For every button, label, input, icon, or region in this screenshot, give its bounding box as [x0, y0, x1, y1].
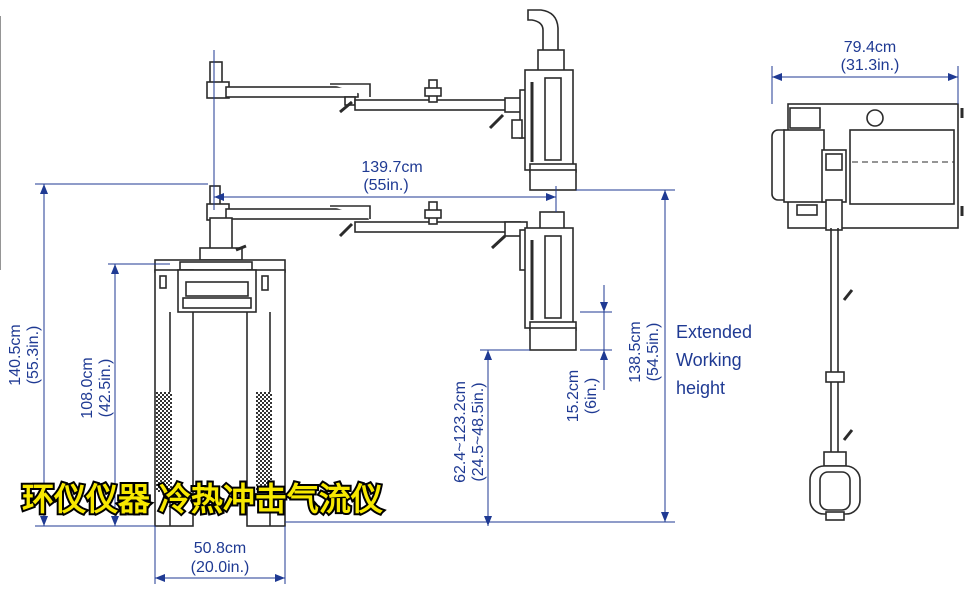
watermark-banner: 环仪仪器 冷热冲击气流仪 [22, 481, 383, 517]
height-in-label: (55.3in.) [25, 326, 42, 385]
reach-cm-label: 139.7cm [361, 159, 422, 176]
head-in-label: (6in.) [583, 378, 600, 414]
extended-in-label: (54.5in.) [645, 323, 662, 382]
extended-note-line3: height [676, 378, 725, 398]
head-cm-label: 15.2cm [565, 370, 582, 422]
column [199, 217, 247, 267]
depth-cm-label: 79.4cm [844, 39, 896, 56]
vent-grilles [156, 392, 272, 492]
dimension-arrows [40, 73, 958, 582]
lower-head [524, 211, 577, 351]
width-cm-label: 50.8cm [194, 540, 246, 557]
reach-in-label: (55in.) [363, 177, 408, 194]
upper-head [524, 9, 577, 191]
depth-in-label: (31.3in.) [841, 57, 900, 74]
range-cm-label: 62.4~123.2cm [452, 381, 469, 483]
top-view [771, 103, 964, 521]
width-in-label: (20.0in.) [191, 559, 250, 576]
base-height-cm-label: 108.0cm [79, 357, 96, 418]
extended-note-line2: Working [676, 350, 742, 370]
extended-note-line1: Extended [676, 322, 752, 342]
upper-arm [206, 61, 531, 139]
extended-cm-label: 138.5cm [627, 321, 644, 382]
lower-arm [206, 185, 531, 271]
height-cm-label: 140.5cm [7, 324, 24, 385]
base-height-in-label: (42.5in.) [97, 359, 114, 418]
machine-drawing [0, 9, 964, 527]
range-in-label: (24.5~48.5in.) [470, 382, 487, 481]
